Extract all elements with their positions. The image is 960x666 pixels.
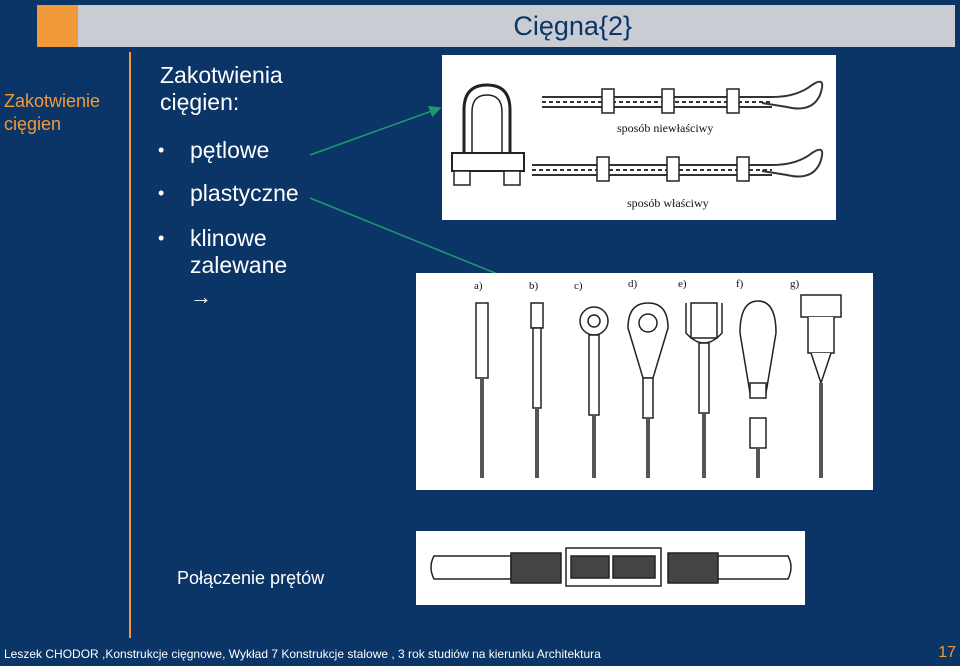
- fitting-label-d: d): [628, 278, 638, 290]
- divider-line: [129, 52, 131, 638]
- label-wrong: sposób niewłaściwy: [617, 121, 713, 135]
- fitting-label-e: e): [678, 278, 687, 290]
- figure-end-fittings: a) b) c) d) e) f) g): [416, 273, 873, 490]
- fitting-label-f: f): [736, 278, 744, 290]
- arrow-to-clips: [309, 105, 442, 156]
- content-heading: Zakotwienia cięgien:: [160, 62, 283, 115]
- label-right: sposób właściwy: [627, 196, 709, 210]
- bullet-text: pętlowe: [190, 137, 270, 163]
- fitting-label-g: g): [790, 278, 800, 290]
- bullet-dot-icon: •: [158, 183, 165, 203]
- bullet-text: klinowe: [190, 225, 267, 251]
- bullet-text: plastyczne: [190, 180, 299, 206]
- bullet-dot-icon: •: [158, 228, 165, 248]
- bullet-text-continued: zalewane: [190, 252, 288, 278]
- title-bar: [37, 5, 955, 47]
- fitting-label-a: a): [474, 280, 483, 292]
- connection-caption: Połączenie prętów: [177, 568, 325, 588]
- arrow-right-icon: →: [190, 284, 212, 309]
- arrow-to-fittings: [309, 197, 501, 276]
- footer-text: Leszek CHODOR ,Konstrukcje cięgnowe, Wyk…: [4, 647, 601, 661]
- fitting-label-b: b): [529, 280, 539, 292]
- bullet-dot-icon: •: [158, 140, 165, 160]
- figure-rope-clips: sposób niewłaściwy sposób właściwy: [442, 55, 836, 220]
- page-number: 17: [938, 644, 956, 661]
- figure-bar-connection: [416, 531, 805, 605]
- accent-square: [37, 5, 78, 47]
- section-label: Zakotwienie cięgien: [4, 91, 101, 134]
- slide-title: Cięgna{2}: [513, 11, 632, 41]
- fitting-label-c: c): [574, 280, 583, 292]
